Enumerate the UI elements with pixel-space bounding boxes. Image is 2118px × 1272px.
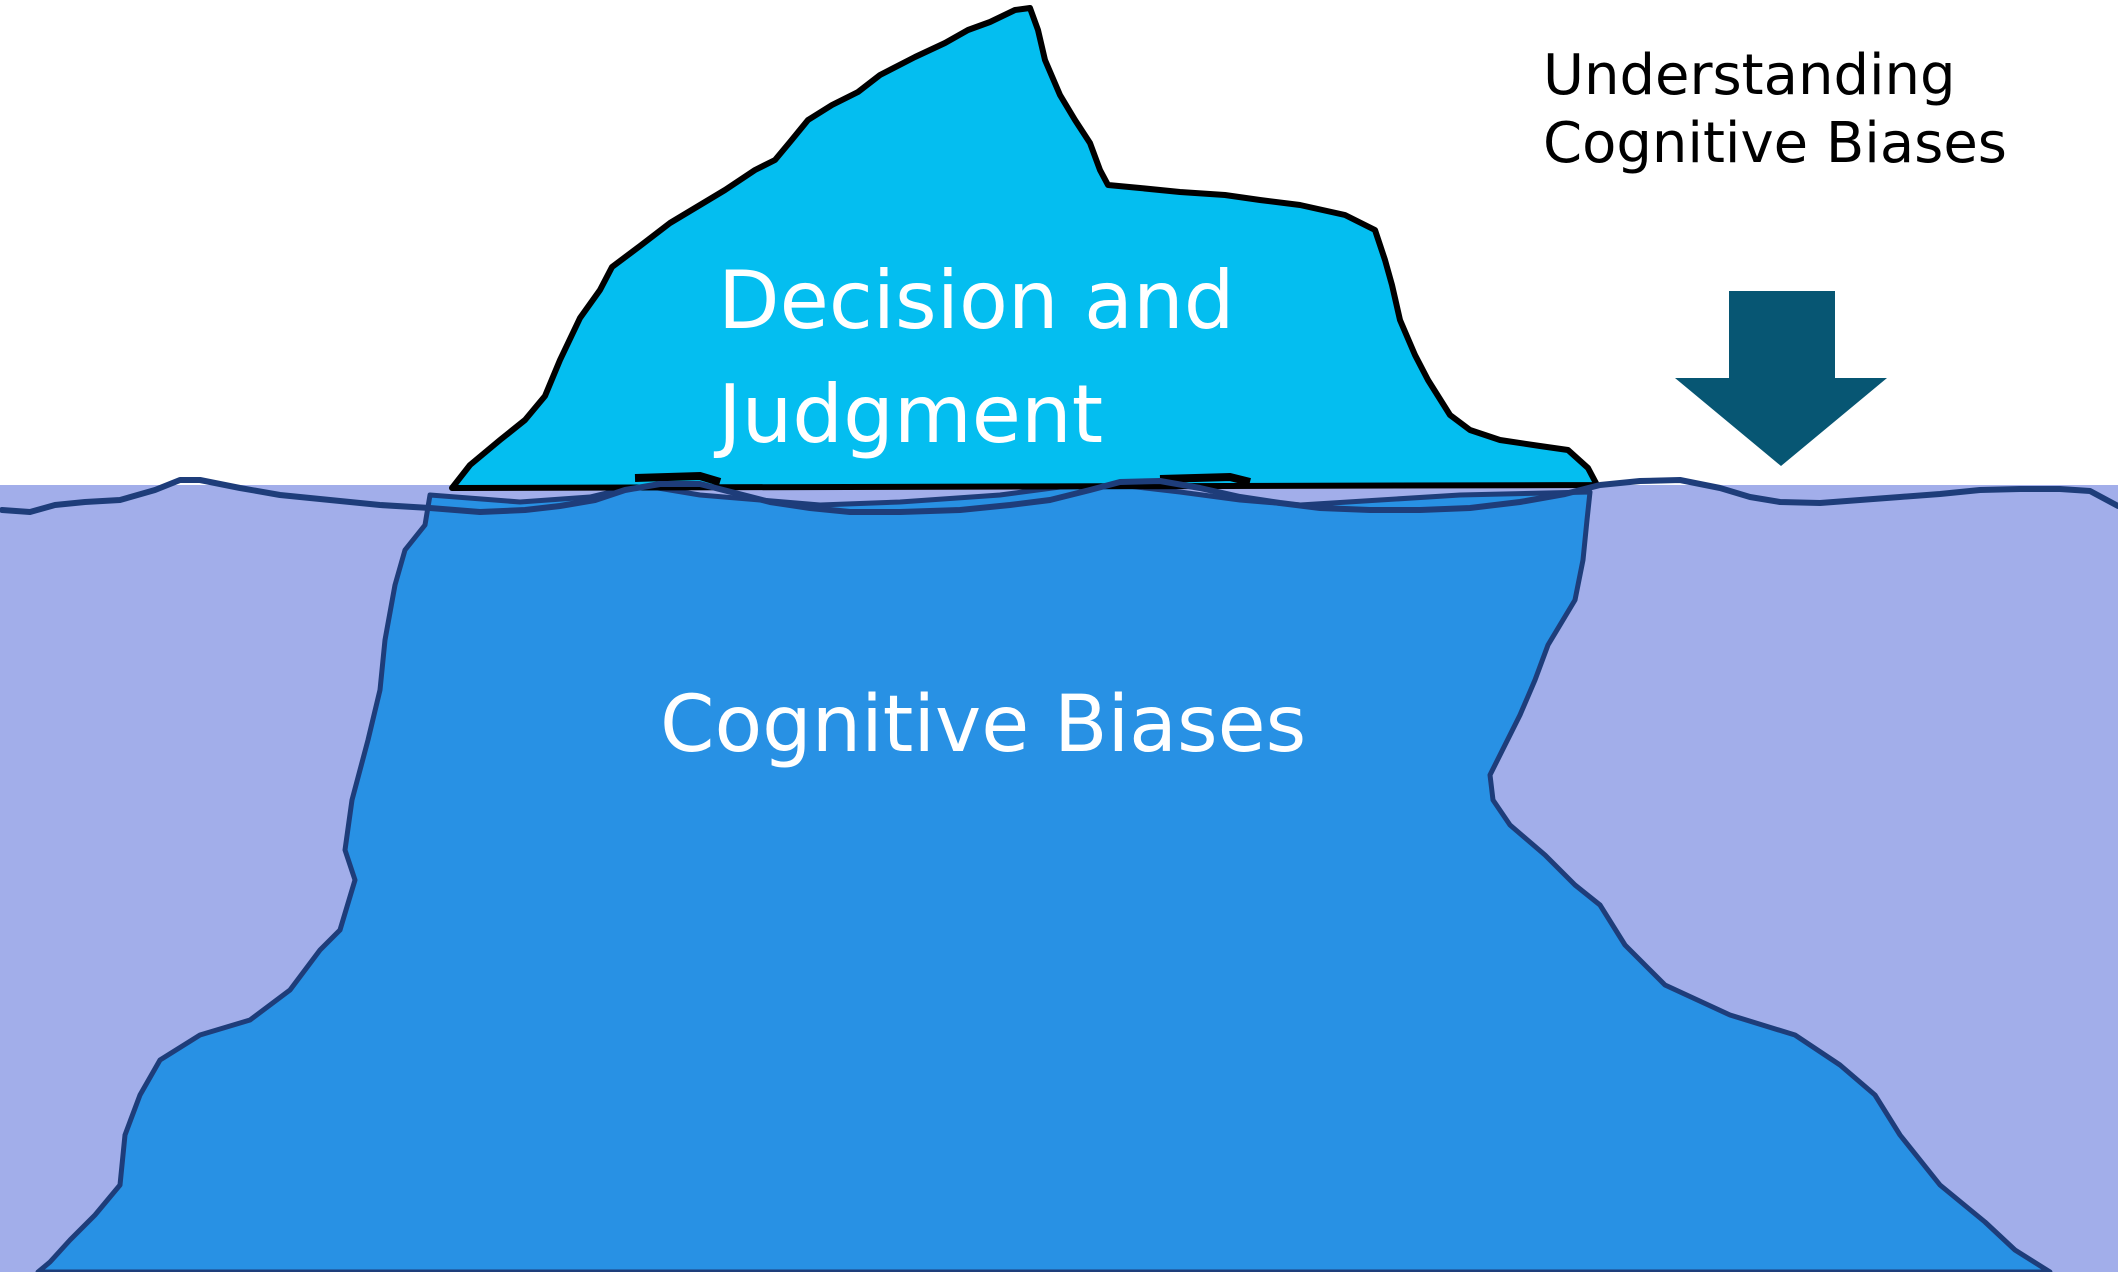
submerged-iceberg [35, 482, 2053, 1272]
tip-waterline-edge [634, 471, 1251, 486]
tip-label-line2: Judgment [718, 367, 1104, 461]
submerged-label: Cognitive Biases [660, 680, 1307, 770]
arrow-down-icon [1675, 291, 1887, 466]
tip-label: Decision and Judgment [718, 244, 1235, 471]
callout-line2: Cognitive Biases [1543, 111, 2007, 177]
waterline [0, 477, 2118, 515]
callout-line1: Understanding [1543, 43, 1956, 108]
callout-label: Understanding Cognitive Biases [1543, 42, 2007, 179]
iceberg-tip [449, 5, 1600, 491]
tip-label-line1: Decision and [718, 254, 1235, 347]
